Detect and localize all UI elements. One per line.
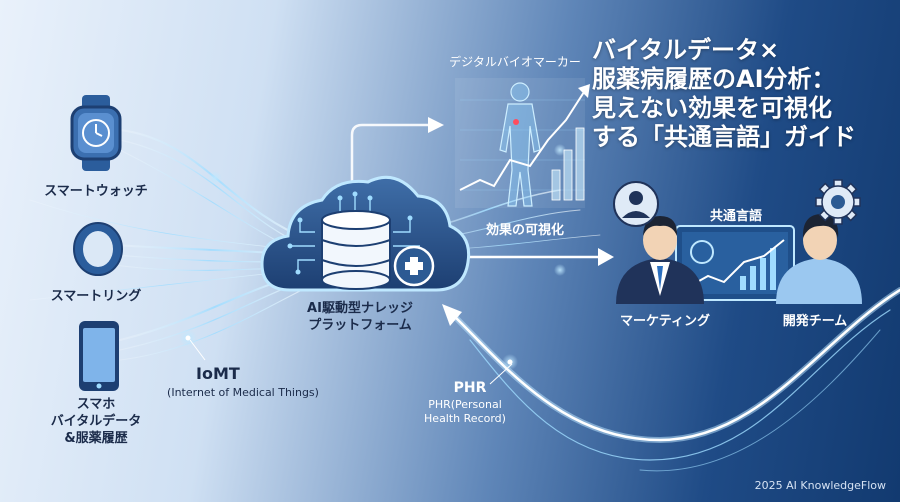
title-line-2: 服薬病履歴のAI分析：	[592, 65, 836, 93]
iomt-label: IoMT	[196, 364, 240, 383]
ai-cloud-platform	[260, 175, 471, 292]
marketing-person-icon	[616, 216, 704, 304]
platform-label: AI駆動型ナレッジ プラットフォーム	[280, 300, 440, 334]
phr-sub-label: PHR(Personal Health Record)	[400, 398, 530, 426]
title-line-1: バイタルデータ×	[592, 36, 780, 64]
gauge-icon	[690, 240, 714, 264]
arrow-to-biomarker	[350, 123, 430, 190]
particles	[179, 144, 566, 370]
arrow-head-biomarker	[428, 117, 444, 133]
phr-label: PHR	[453, 380, 487, 396]
heart-icon	[513, 119, 519, 125]
phone-label-line-2: バイタルデータ	[50, 414, 142, 429]
smartwatch-icon	[70, 95, 122, 171]
effect-visualization-label: 効果の可視化	[485, 223, 564, 238]
dev-team-label: 開発チーム	[782, 314, 848, 329]
copyright-text: 2025 AI KnowledgeFlow	[754, 479, 886, 492]
title-line-4: する「共通言語」ガイド	[592, 123, 856, 151]
phone-label: スマホ バイタルデータ &服薬履歴	[26, 396, 166, 447]
device-stream-lines	[29, 129, 313, 361]
gear-icon	[815, 179, 861, 225]
platform-label-line-2: プラットフォーム	[308, 318, 412, 333]
biomarker-panel	[455, 78, 590, 208]
platform-label-line-1: AI駆動型ナレッジ	[307, 301, 413, 316]
iomt-connector	[189, 339, 206, 361]
ring-label: スマートリング	[50, 289, 142, 304]
smart-ring-icon	[73, 222, 123, 276]
title-line-3: 見えない効果を可視化	[592, 94, 832, 122]
user-profile-icon	[613, 181, 659, 227]
phone-label-line-1: スマホ	[76, 397, 116, 412]
smartphone-icon	[79, 321, 119, 391]
page-title: バイタルデータ× 服薬病履歴のAI分析： 見えない効果を可視化 する「共通言語」…	[592, 36, 892, 152]
dev-person-icon	[776, 214, 862, 304]
database-icon	[321, 210, 391, 290]
watch-label: スマートウォッチ	[44, 184, 148, 199]
common-language-label: 共通言語	[709, 209, 762, 224]
phone-label-line-3: &服薬履歴	[64, 431, 128, 446]
medical-plus-icon	[393, 245, 435, 287]
biomarker-label: デジタルバイオマーカー	[449, 55, 581, 69]
phr-sub-line-1: PHR(Personal	[428, 398, 502, 411]
phr-connector	[489, 363, 513, 385]
chart-monitor	[675, 225, 795, 301]
human-body-icon	[499, 82, 541, 207]
marketing-label: マーケティング	[620, 314, 710, 329]
iomt-sub-label: (Internet of Medical Things)	[167, 386, 319, 399]
phr-sub-line-2: Health Record)	[424, 412, 506, 425]
arrow-head-team	[598, 248, 614, 266]
